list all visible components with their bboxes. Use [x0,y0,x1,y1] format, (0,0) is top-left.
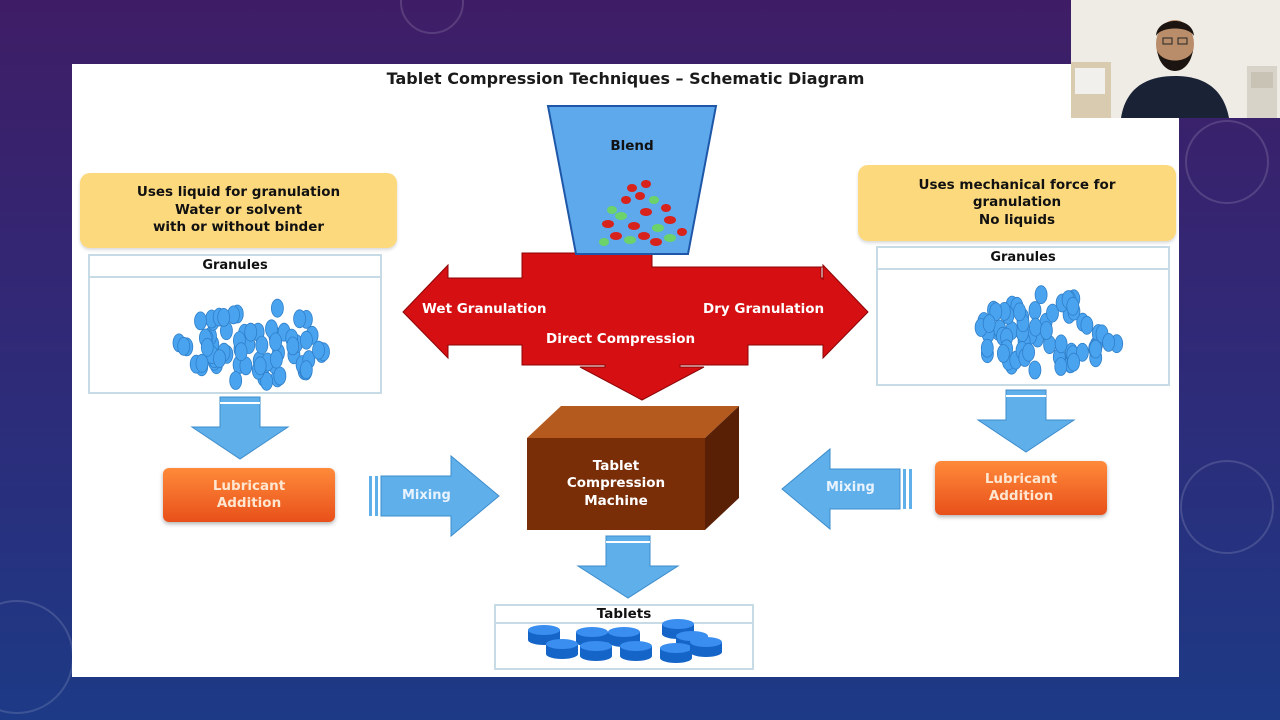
tablets-box: Tablets [494,604,754,670]
granule [312,340,325,360]
background-ring [1185,120,1269,204]
granule [270,298,284,318]
wet-granules-cluster [172,298,330,391]
granule [195,353,209,373]
right-mixing-label: Mixing [826,480,875,495]
slide: Tablet Compression Techniques – Schemati… [72,64,1179,677]
granule [293,309,307,329]
presenter-avatar [1071,0,1280,118]
wet-granulation-label: Wet Granulation [422,301,547,317]
granule [1039,321,1053,340]
granule [200,337,214,357]
presenter-webcam [1071,0,1280,118]
granule [982,314,996,333]
dry-note-line-2: granulation [972,194,1062,211]
granule [269,349,283,369]
granule [1054,334,1068,354]
wet-granulation-note: Uses liquid for granulation Water or sol… [80,173,397,248]
left-lubricant-line-2: Addition [216,495,282,511]
granule [229,371,243,390]
machine-line-1: Tablet [592,458,640,474]
hopper-label: Blend [610,138,654,154]
dry-granulation-label: Dry Granulation [703,301,825,317]
right-mixing-arrow [781,447,912,531]
granule [1066,296,1080,316]
dry-note-line-1: Uses mechanical force for [918,176,1116,193]
background-ring [0,600,74,714]
granule [1029,317,1042,337]
granule [1054,357,1068,376]
granule [980,338,994,358]
wet-note-line-2: Water or solvent [174,201,303,218]
right-down-arrow [976,389,1076,453]
compression-machine [527,406,739,530]
right-lubricant-line-1: Lubricant [984,471,1058,488]
granule [1067,352,1081,372]
granule [269,332,283,352]
granule [1080,315,1094,335]
granule [1013,302,1027,322]
wet-note-line-1: Uses liquid for granulation [136,184,341,201]
granule [1046,303,1059,323]
tablet [580,641,612,661]
machine-line-2: Compression [566,475,666,492]
dry-granulation-note: Uses mechanical force for granulation No… [858,165,1176,241]
left-mixing-label: Mixing [402,488,451,503]
blend-particles [599,180,687,246]
granule [299,360,313,380]
granule [1022,342,1036,362]
granule [213,349,226,368]
granule [244,322,258,342]
left-mixing-arrow [369,454,500,538]
granule [1075,342,1089,362]
tablet [690,637,722,657]
granule [299,330,313,350]
granule [1102,333,1116,352]
granule [177,336,191,356]
granule [1089,339,1103,359]
machine-line-3: Machine [584,492,648,509]
slide-title: Tablet Compression Techniques – Schemati… [386,69,865,88]
granule [217,308,231,327]
left-down-arrow [190,396,290,460]
wet-note-line-3: with or without binder [152,219,325,236]
wet-granules-label: Granules [90,256,380,278]
wet-granules-box: Granules [88,254,382,394]
tablets-label: Tablets [496,606,752,624]
tablet [660,643,692,663]
granule [1028,301,1042,320]
dry-granules-box: Granules [876,246,1170,386]
hopper [546,105,718,255]
granule [234,342,248,362]
tablets-down-arrow [576,535,680,599]
right-lubricant-line-2: Addition [988,488,1054,504]
granule [255,335,269,355]
granule [1034,285,1048,305]
tablets-stack [528,619,722,663]
dry-note-line-3: No liquids [978,211,1056,228]
granule [260,371,274,391]
right-lubricant-addition: Lubricant Addition [935,461,1107,515]
granule [253,356,267,376]
dry-granules-label: Granules [878,248,1168,270]
granule [1028,360,1042,380]
granule [997,344,1010,363]
tablet [620,641,652,661]
dry-granules-cluster [974,285,1124,380]
tablet [608,627,640,647]
granule [286,336,300,356]
granule [194,311,207,331]
direct-compression-label: Direct Compression [546,331,696,347]
background-ring [1180,460,1274,554]
left-lubricant-addition: Lubricant Addition [163,468,335,522]
background-ring [400,0,464,34]
granule [273,366,287,386]
tablet [546,639,578,659]
left-lubricant-line-1: Lubricant [212,478,286,495]
machine-label: Tablet Compression Machine [532,458,700,510]
